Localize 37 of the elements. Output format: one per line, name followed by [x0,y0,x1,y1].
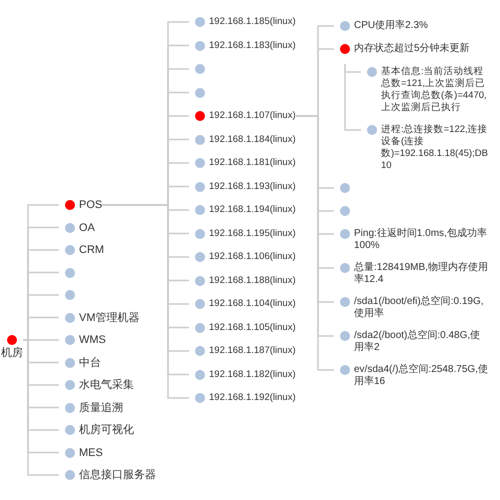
tree-node: 中台 [59,356,101,368]
tree-node: Ping:往返时间1.0ms,包成功率100% [334,228,488,252]
tree-node: 水电气采集 [59,379,134,391]
tree-node: 192.168.1.187(linux) [189,345,296,357]
tree-node: 192.168.1.181(linux) [189,157,296,169]
tree-node: /sda2(/boot)总空间:0.48G,使用率2 [334,330,488,354]
tree-node: 192.168.1.182(linux) [189,368,296,380]
tree-node: WMS [59,334,106,346]
tree-node: 192.168.1.194(linux) [189,204,296,216]
tree-node: 192.168.1.106(linux) [189,251,296,263]
tree-node: 192.168.1.188(linux) [189,274,296,286]
tree-node: OA [59,222,95,234]
tree-node: MES [59,446,103,458]
tree-node: CRM [59,244,104,256]
tree-node: 192.168.1.184(linux) [189,134,296,146]
tree-node: CPU使用率2.3% [334,20,428,32]
tree-node: 进程:总连接数=122,连接设备(连接数)=192.168.1.18(45);DB10 [361,124,488,172]
tree-node: 192.168.1.185(linux) [189,16,296,28]
tree-node: 192.168.1.107(linux) [189,110,296,122]
tree-node: 192.168.1.105(linux) [189,322,296,334]
tree-node: 192.168.1.195(linux) [189,228,296,240]
tree-node: 基本信息:当前活动线程总数=121,上次监测后已执行查询总数(条)=4470,上次监测后已执行 [361,66,488,114]
tree-node: 机房 [1,335,23,359]
tree-node: 信息接口服务器 [59,469,156,481]
tree-node: 总量:128419MB,物理内存使用率12.4 [334,262,488,286]
tree-node: 内存状态超过5分钟未更新 [334,43,470,64]
tree-node: 192.168.1.183(linux) [189,40,296,52]
tree-node: ev/sda4(/)总空间:2548.75G,使用率16 [334,364,488,388]
tree-node: 192.168.1.104(linux) [189,298,296,310]
tree-node: 192.168.1.193(linux) [189,180,296,192]
tree-node: VM管理机器 [59,312,140,324]
tree-node: 192.168.1.192(linux) [189,392,296,404]
tree-node: 机房可视化 [59,424,134,436]
tree-connector [344,64,361,131]
tree-node: /sda1(/boot/efi)总空间:0.19G,使用率 [334,296,488,320]
tree-node: 质量追溯 [59,402,123,414]
tree-node: POS [59,199,102,211]
